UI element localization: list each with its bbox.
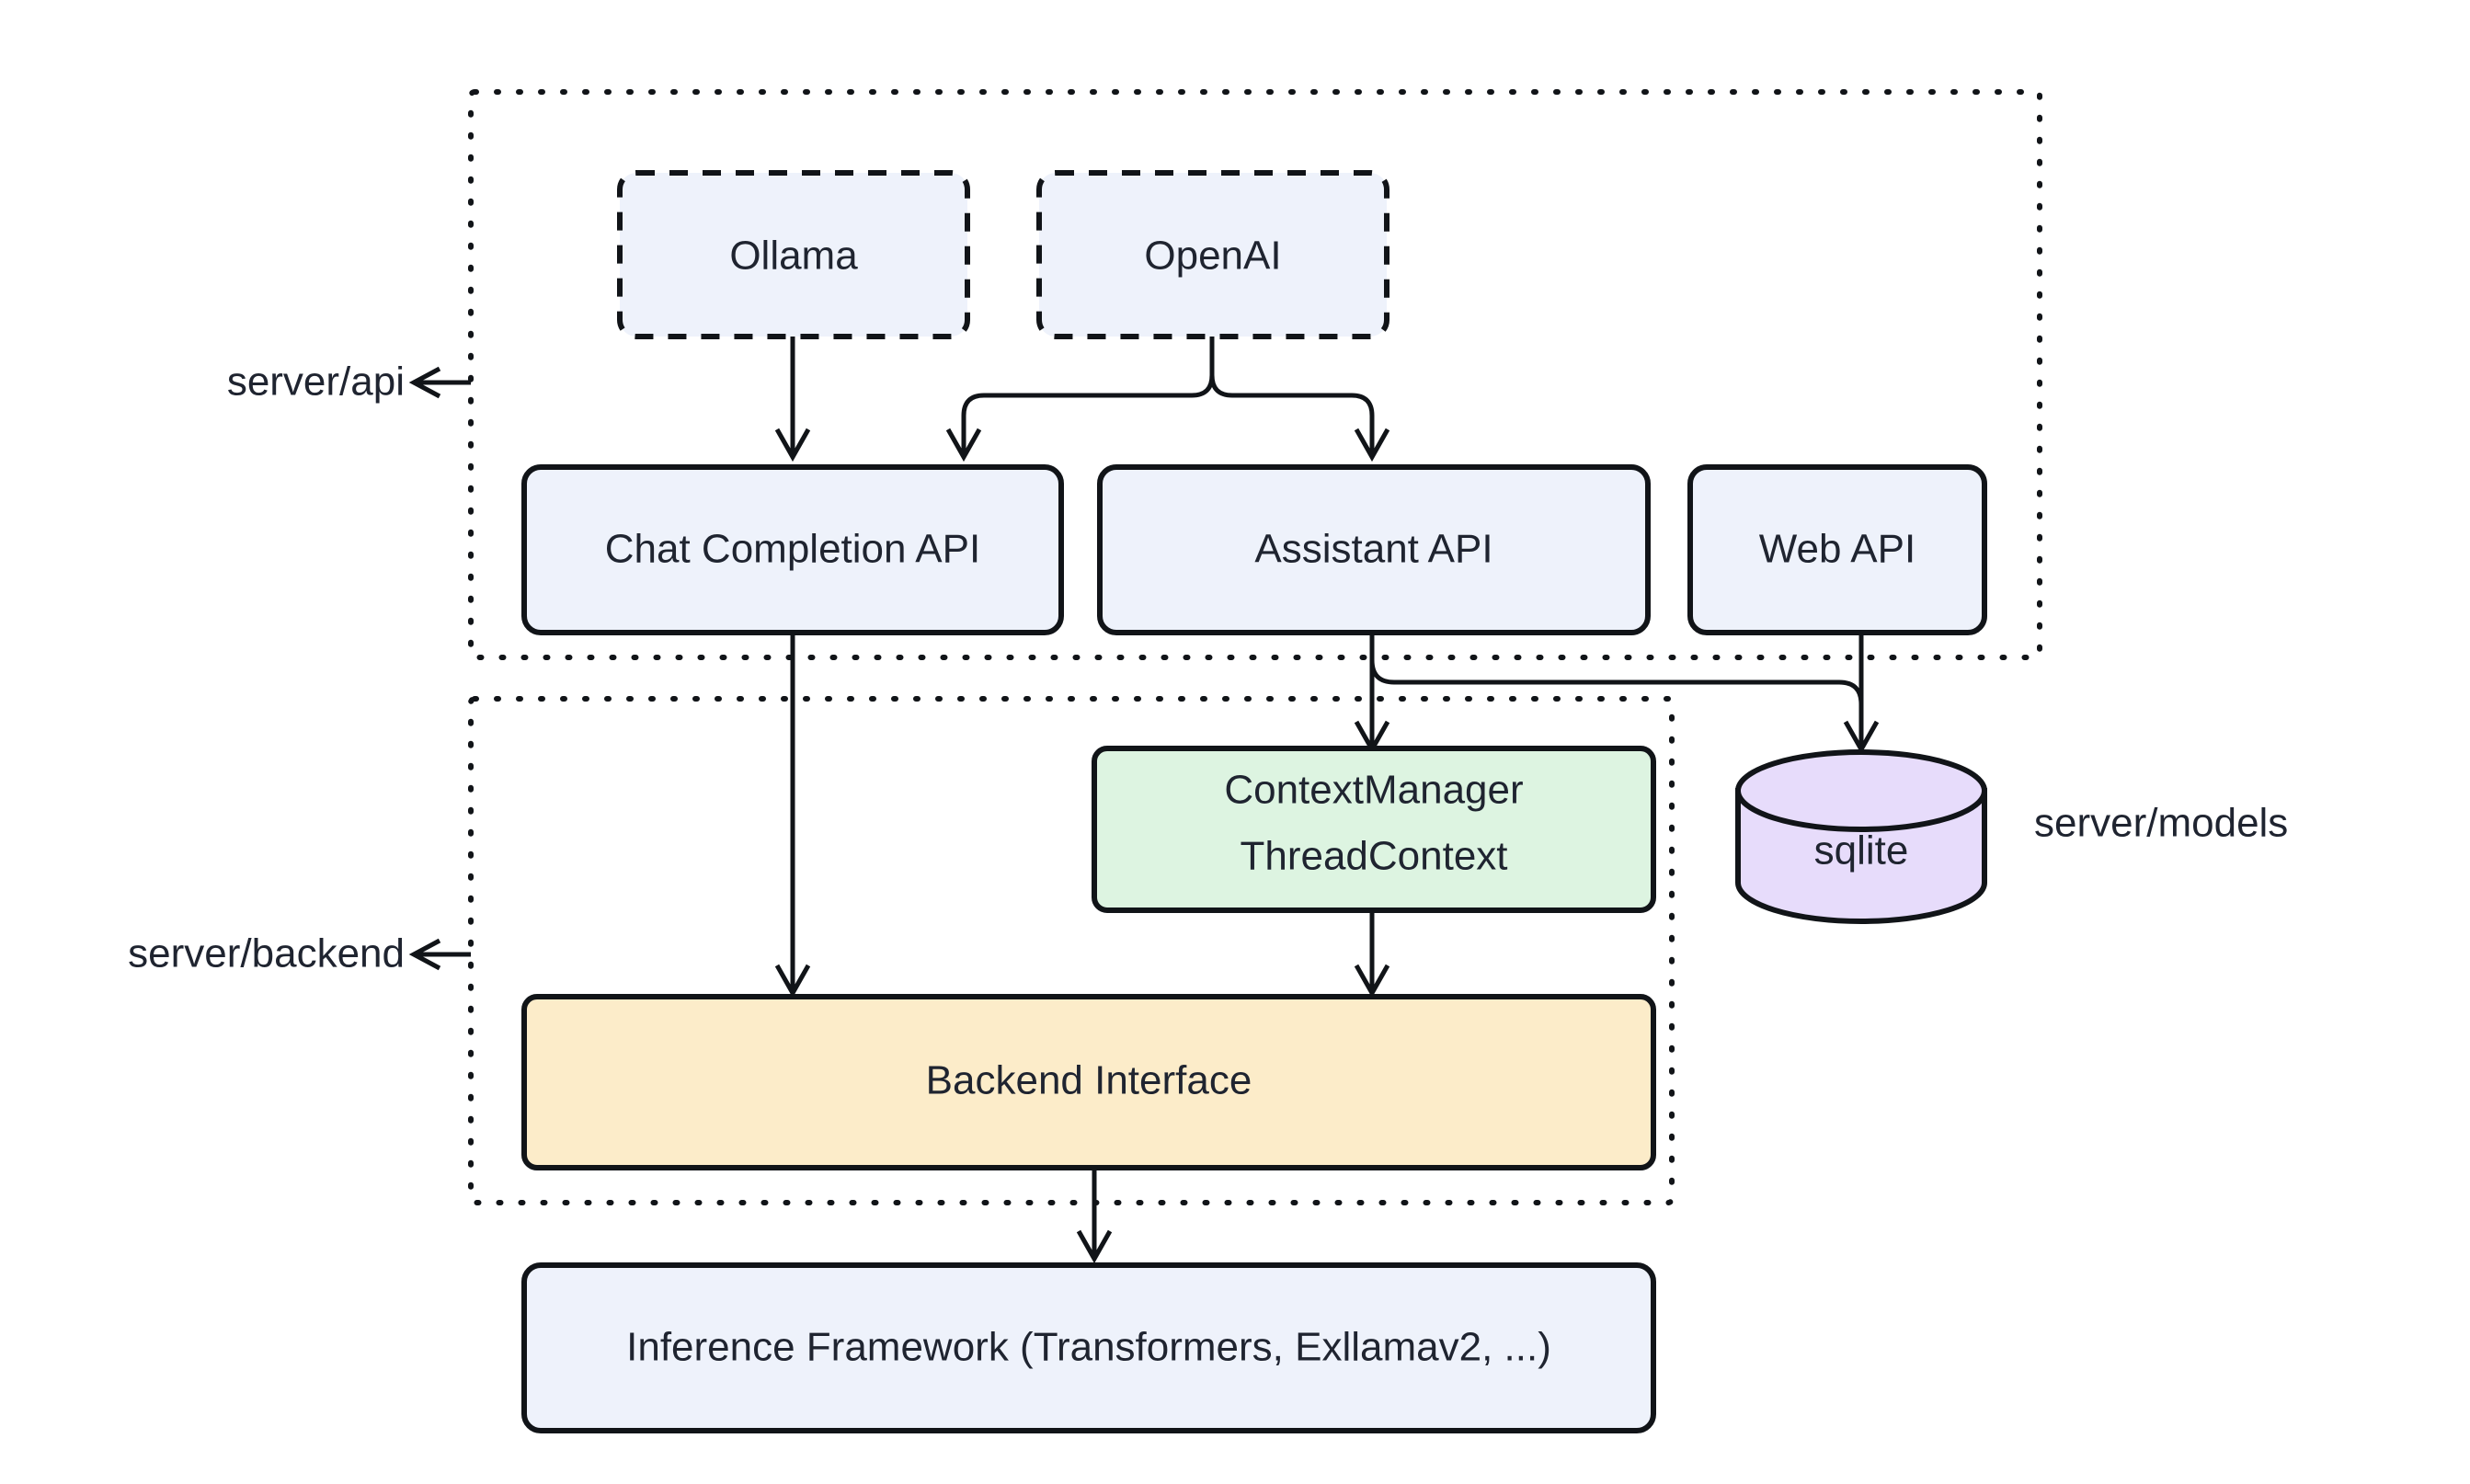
node-backend-interface-label: Backend Interface (926, 1058, 1252, 1103)
node-inference-framework-label: Inference Framework (Transformers, Exlla… (626, 1325, 1551, 1370)
group-label-server-models: server/models (2034, 801, 2288, 846)
edge-assistant-api-to-context-manager (1354, 633, 1390, 755)
group-label-server-models-text: server/models (2034, 801, 2288, 846)
node-chat-completion-api[interactable]: Chat Completion API (521, 464, 1064, 635)
node-assistant-api-label: Assistant API (1254, 527, 1492, 572)
node-assistant-api[interactable]: Assistant API (1097, 464, 1651, 635)
group-label-server-api: server/api (227, 360, 471, 405)
edge-backend-interface-to-inference-framework (1076, 1168, 1113, 1264)
node-context-manager-label-line2: ThreadContext (1240, 834, 1507, 879)
node-chat-completion-api-label: Chat Completion API (605, 527, 980, 572)
node-context-manager[interactable]: ContextManager ThreadContext (1092, 746, 1656, 913)
edge-openai-fork (945, 337, 1390, 462)
node-sqlite-label: sqlite (1814, 828, 1909, 873)
group-label-server-backend-text: server/backend (128, 931, 405, 976)
node-web-api[interactable]: Web API (1687, 464, 1987, 635)
edge-ollama-to-chat-completion-api (774, 337, 811, 462)
node-context-manager-label-line1: ContextManager (1224, 768, 1523, 813)
node-inference-framework[interactable]: Inference Framework (Transformers, Exlla… (521, 1262, 1656, 1433)
edge-assistant-api-to-sqlite (1369, 659, 1880, 755)
node-sqlite[interactable]: sqlite (1735, 749, 1987, 924)
node-ollama[interactable]: Ollama (617, 170, 970, 339)
group-server-api (468, 89, 2042, 660)
group-label-server-api-text: server/api (227, 360, 405, 405)
node-ollama-label: Ollama (729, 234, 858, 279)
node-backend-interface[interactable]: Backend Interface (521, 994, 1656, 1170)
node-web-api-label: Web API (1759, 527, 1915, 572)
node-openai-label: OpenAI (1144, 234, 1281, 279)
edge-chat-completion-api-to-backend-interface (774, 633, 811, 999)
node-openai[interactable]: OpenAI (1036, 170, 1389, 339)
group-server-backend (468, 696, 1675, 1205)
group-label-server-backend: server/backend (128, 931, 471, 976)
edge-context-manager-to-backend-interface (1354, 910, 1390, 999)
